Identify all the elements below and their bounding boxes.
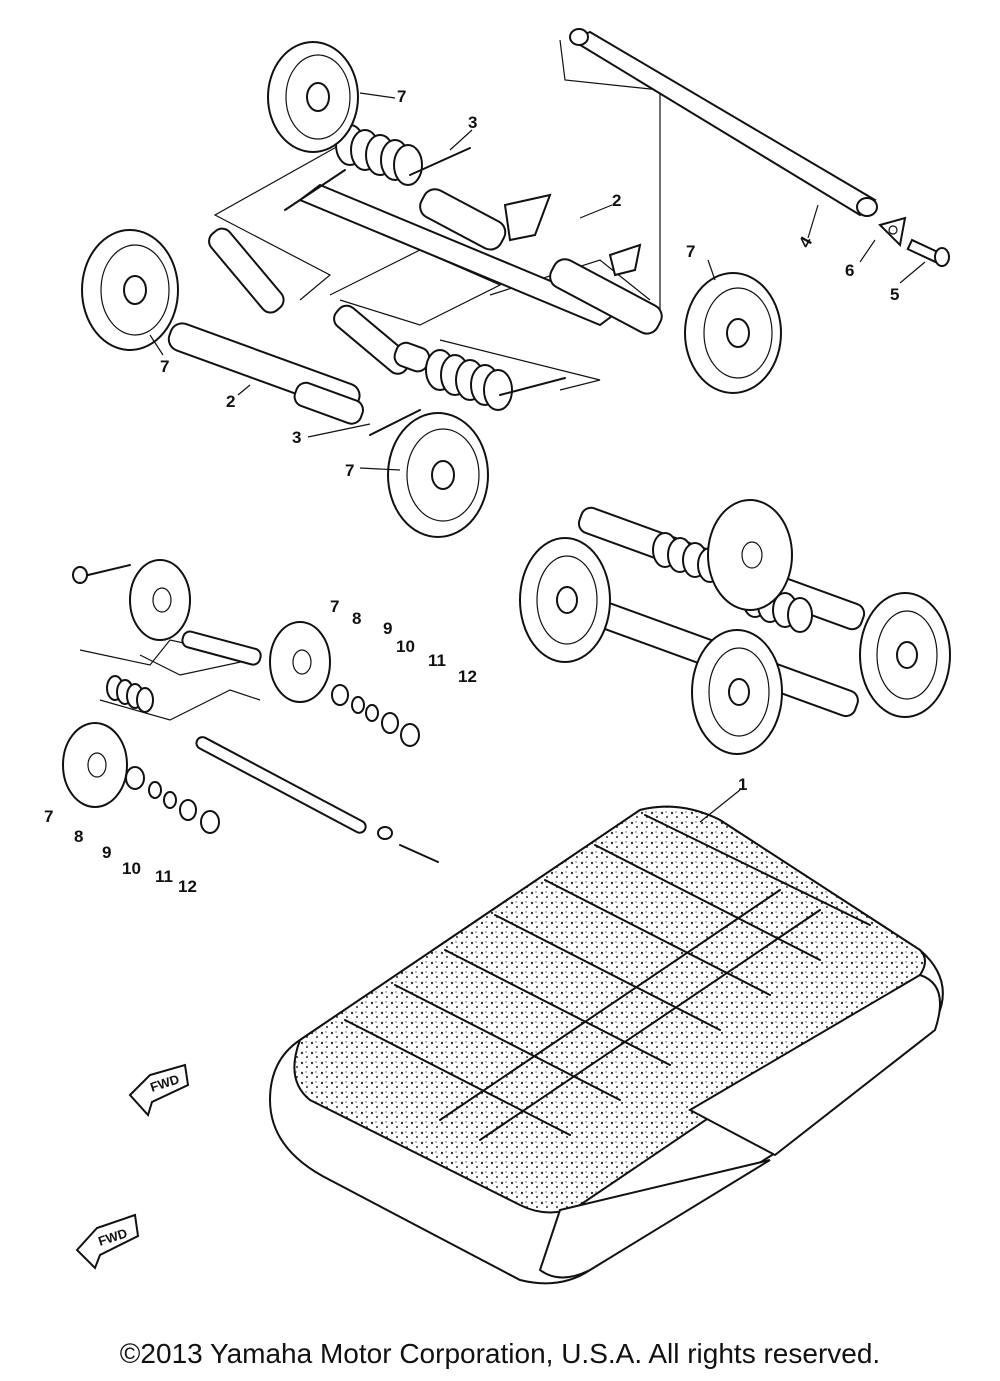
- callout-5: 5: [890, 285, 899, 304]
- callout-4: 4: [795, 233, 816, 251]
- callout-11-b: 11: [155, 867, 173, 886]
- callout-7-d: 7: [345, 461, 354, 480]
- assembled-wheel-rear-left: [707, 499, 793, 611]
- wheel-upper-left: [267, 41, 359, 153]
- hardware-stack-upper: [331, 684, 420, 747]
- fwd-arrow-upper: FWD: [128, 1063, 190, 1117]
- callout-7-e: 7: [330, 597, 339, 616]
- hardware-stack-lower: [125, 766, 220, 834]
- callout-labels: 7 3 2 4 6 5 7 7 2 3 7 7 8 9 10 11 12 7 8…: [44, 87, 899, 896]
- callout-11-a: 11: [428, 651, 446, 670]
- callout-9-a: 9: [383, 619, 392, 638]
- callout-12-b: 12: [178, 877, 197, 896]
- callout-2-b: 2: [226, 392, 235, 411]
- track-part: [268, 805, 944, 1285]
- callout-7-c: 7: [160, 357, 169, 376]
- small-wheel-top: [129, 559, 191, 641]
- rear-arm-part: [298, 183, 663, 335]
- lower-spring-part: [369, 349, 566, 436]
- fwd-arrow-lower: FWD: [75, 1213, 140, 1270]
- washer-plate-part: [878, 216, 907, 248]
- callout-10-b: 10: [122, 859, 141, 878]
- shaft-part: [569, 28, 878, 217]
- small-wheel-right: [269, 621, 331, 703]
- callout-7-a: 7: [397, 87, 406, 106]
- bolt-part: [906, 238, 950, 267]
- wheel-mid-right: [684, 272, 782, 394]
- callout-leaders: [149, 92, 926, 823]
- wheel-mid-left: [81, 229, 179, 351]
- small-bolt-top: [72, 564, 131, 584]
- top-exploded-assembly: [81, 28, 950, 538]
- wheel-lower-center: [387, 412, 489, 538]
- assembled-suspension: [519, 499, 951, 755]
- callout-3-b: 3: [292, 428, 301, 447]
- callout-2-a: 2: [612, 191, 621, 210]
- callout-6: 6: [845, 261, 854, 280]
- small-wheel-bottom: [62, 722, 128, 808]
- callout-9-b: 9: [102, 843, 111, 862]
- callout-8-b: 8: [74, 827, 83, 846]
- callout-7-f: 7: [44, 807, 53, 826]
- callout-7-b: 7: [686, 242, 695, 261]
- track-cleats: [344, 814, 871, 1141]
- callout-1: 1: [738, 775, 747, 794]
- callout-12-a: 12: [458, 667, 477, 686]
- parts-diagram: FWD FWD 7 3 2 4 6 5 7 7 2 3 7 7 8 9 10 1: [44, 28, 951, 1285]
- callout-8-a: 8: [352, 609, 361, 628]
- copyright-notice: ©2013 Yamaha Motor Corporation, U.S.A. A…: [119, 1338, 881, 1369]
- callout-3-a: 3: [468, 113, 477, 132]
- small-exploded-assembly: [62, 559, 439, 863]
- small-spring: [106, 675, 154, 713]
- callout-10-a: 10: [396, 637, 415, 656]
- front-arm-part: [167, 227, 431, 425]
